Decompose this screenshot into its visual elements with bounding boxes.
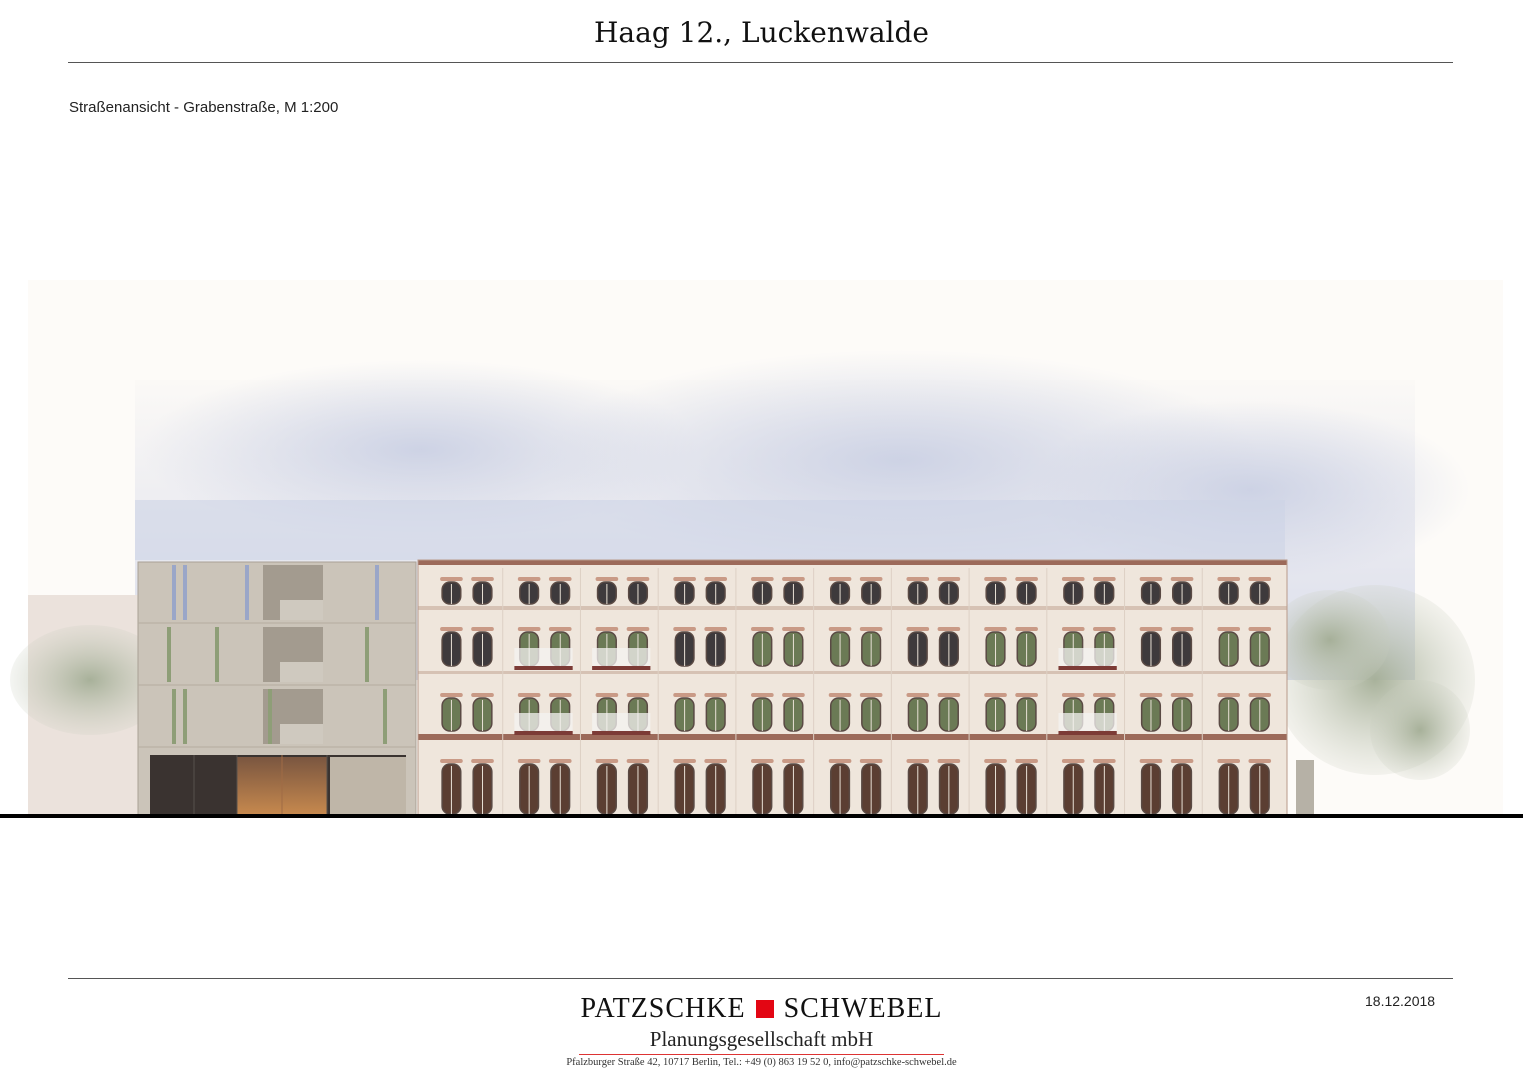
ground-line xyxy=(0,814,1523,818)
logo-square-icon xyxy=(755,1000,774,1018)
tree-right xyxy=(1270,585,1475,815)
plan-date: 18.12.2018 xyxy=(1365,993,1436,1009)
concrete-building xyxy=(137,561,417,816)
historic-brick-building xyxy=(417,559,1288,816)
logo-divider xyxy=(579,1054,944,1055)
header-divider xyxy=(68,62,1453,63)
footer-divider xyxy=(68,978,1453,979)
page-title: Haag 12., Luckenwalde xyxy=(594,16,929,49)
company-logo: PATZSCHKE SCHWEBEL Planungsgesellschaft … xyxy=(0,993,1523,1068)
drawing-caption: Straßenansicht - Grabenstraße, M 1:200 xyxy=(69,99,339,116)
company-address: Pfalzburger Straße 42, 10717 Berlin, Tel… xyxy=(566,1057,957,1068)
logo-right-word: SCHWEBEL xyxy=(783,993,943,1024)
logo-left-word: PATZSCHKE xyxy=(580,993,746,1024)
street-elevation-drawing xyxy=(0,280,1523,818)
company-subtitle: Planungsgesellschaft mbH xyxy=(649,1027,874,1051)
